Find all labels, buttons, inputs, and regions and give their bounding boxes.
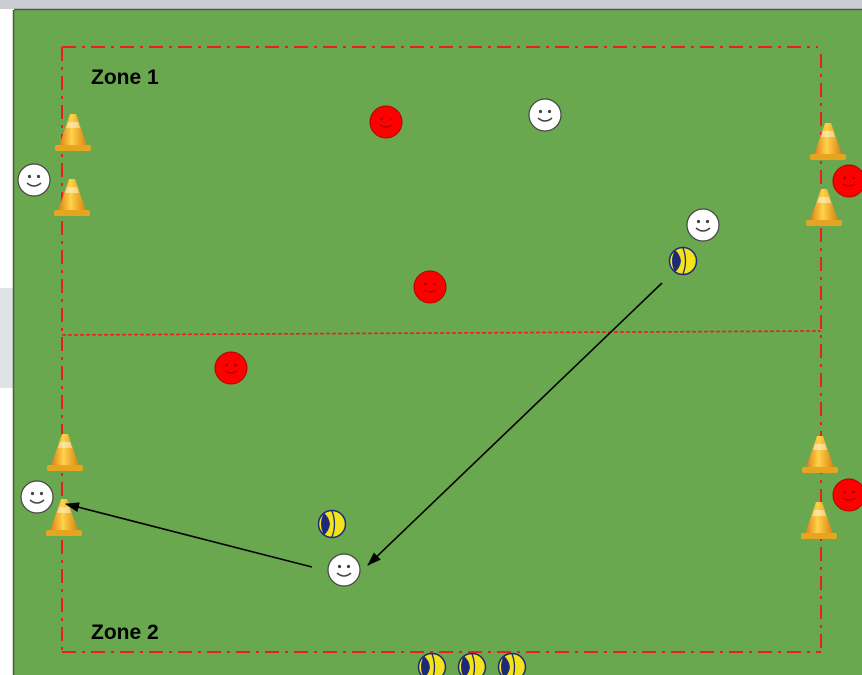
- white-player-icon: [21, 481, 53, 513]
- red-player-icon: [370, 106, 402, 138]
- white-player-icon: [18, 164, 50, 196]
- white-player-icon: [529, 99, 561, 131]
- ball-icon: [419, 654, 446, 675]
- white-player-icon: [687, 209, 719, 241]
- red-player-icon: [833, 479, 862, 511]
- field: [14, 10, 862, 675]
- red-player-icon: [833, 165, 862, 197]
- ball-icon: [319, 511, 346, 538]
- ball-icon: [670, 248, 697, 275]
- red-player-icon: [215, 352, 247, 384]
- ball-icon: [499, 654, 526, 675]
- ball-icon: [459, 654, 486, 675]
- side-panel: [0, 288, 14, 388]
- zone-2-label: Zone 2: [91, 621, 159, 645]
- red-player-icon: [414, 271, 446, 303]
- zone-1-label: Zone 1: [91, 66, 159, 90]
- white-player-icon: [328, 554, 360, 586]
